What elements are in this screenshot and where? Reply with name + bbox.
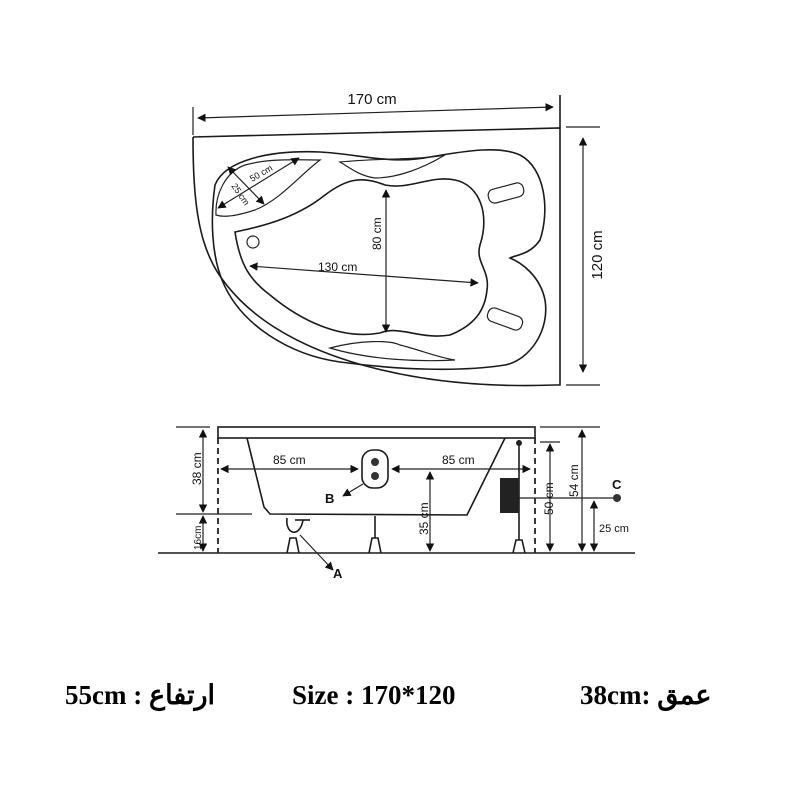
- headrest-length-label: 50 cm: [248, 163, 274, 184]
- drain-trap-a: [286, 517, 304, 533]
- basin-outline: [234, 178, 489, 337]
- handle: [487, 182, 525, 204]
- tub-body: [246, 437, 506, 516]
- headrest-width-label: 25 cm: [229, 181, 251, 207]
- basin-width-label: 80 cm: [370, 217, 384, 250]
- width-label: 120 cm: [589, 230, 606, 279]
- leg: [286, 537, 300, 554]
- left-span-label: 85 cm: [273, 453, 306, 467]
- leg: [368, 537, 382, 554]
- tub-rim: [217, 426, 536, 439]
- top-view: 170 cm 120 cm 50 cm 25 cm 80 cm 130 cm: [192, 91, 606, 387]
- depth-caption: 38cm: عمق: [580, 680, 711, 712]
- height-50-label: 50 cm: [542, 482, 556, 515]
- length-label: 170 cm: [347, 91, 396, 108]
- jet-fitting: [361, 449, 389, 489]
- length-dimension: [197, 103, 554, 122]
- outer-outline: [192, 127, 561, 387]
- right-span-label: 85 cm: [442, 453, 475, 467]
- pump-box: [500, 478, 519, 513]
- label-c: C: [612, 477, 622, 492]
- basin-length-dimension: [249, 262, 479, 287]
- label-a: A: [333, 566, 343, 581]
- leg: [512, 539, 526, 554]
- height-caption: 55cm : ارتفاع: [65, 680, 215, 712]
- size-caption: Size : 170*120: [292, 680, 455, 710]
- depth-label: 38 cm: [190, 452, 204, 485]
- top-armrest: [338, 154, 446, 179]
- drain-icon: [246, 235, 260, 249]
- height-25-label: 25 cm: [599, 523, 629, 535]
- height-54-label: 54 cm: [567, 464, 581, 497]
- caption: 55cm : ارتفاع Size : 170*120 38cm: عمق: [65, 680, 711, 712]
- rim-outline: [211, 149, 547, 371]
- side-view: 38 cm 16cm 85 cm 85 cm B 35 cm A C: [158, 426, 635, 581]
- floor-to-bottom-label: 35 cm: [417, 502, 431, 535]
- bottom-armrest: [327, 340, 456, 362]
- label-b: B: [325, 491, 334, 506]
- headrest-length-dimension: [217, 157, 300, 209]
- leg-height-label: 16cm: [193, 526, 204, 550]
- handle: [486, 307, 524, 331]
- connection-point-c: [613, 494, 621, 502]
- basin-length-label: 130 cm: [318, 260, 357, 274]
